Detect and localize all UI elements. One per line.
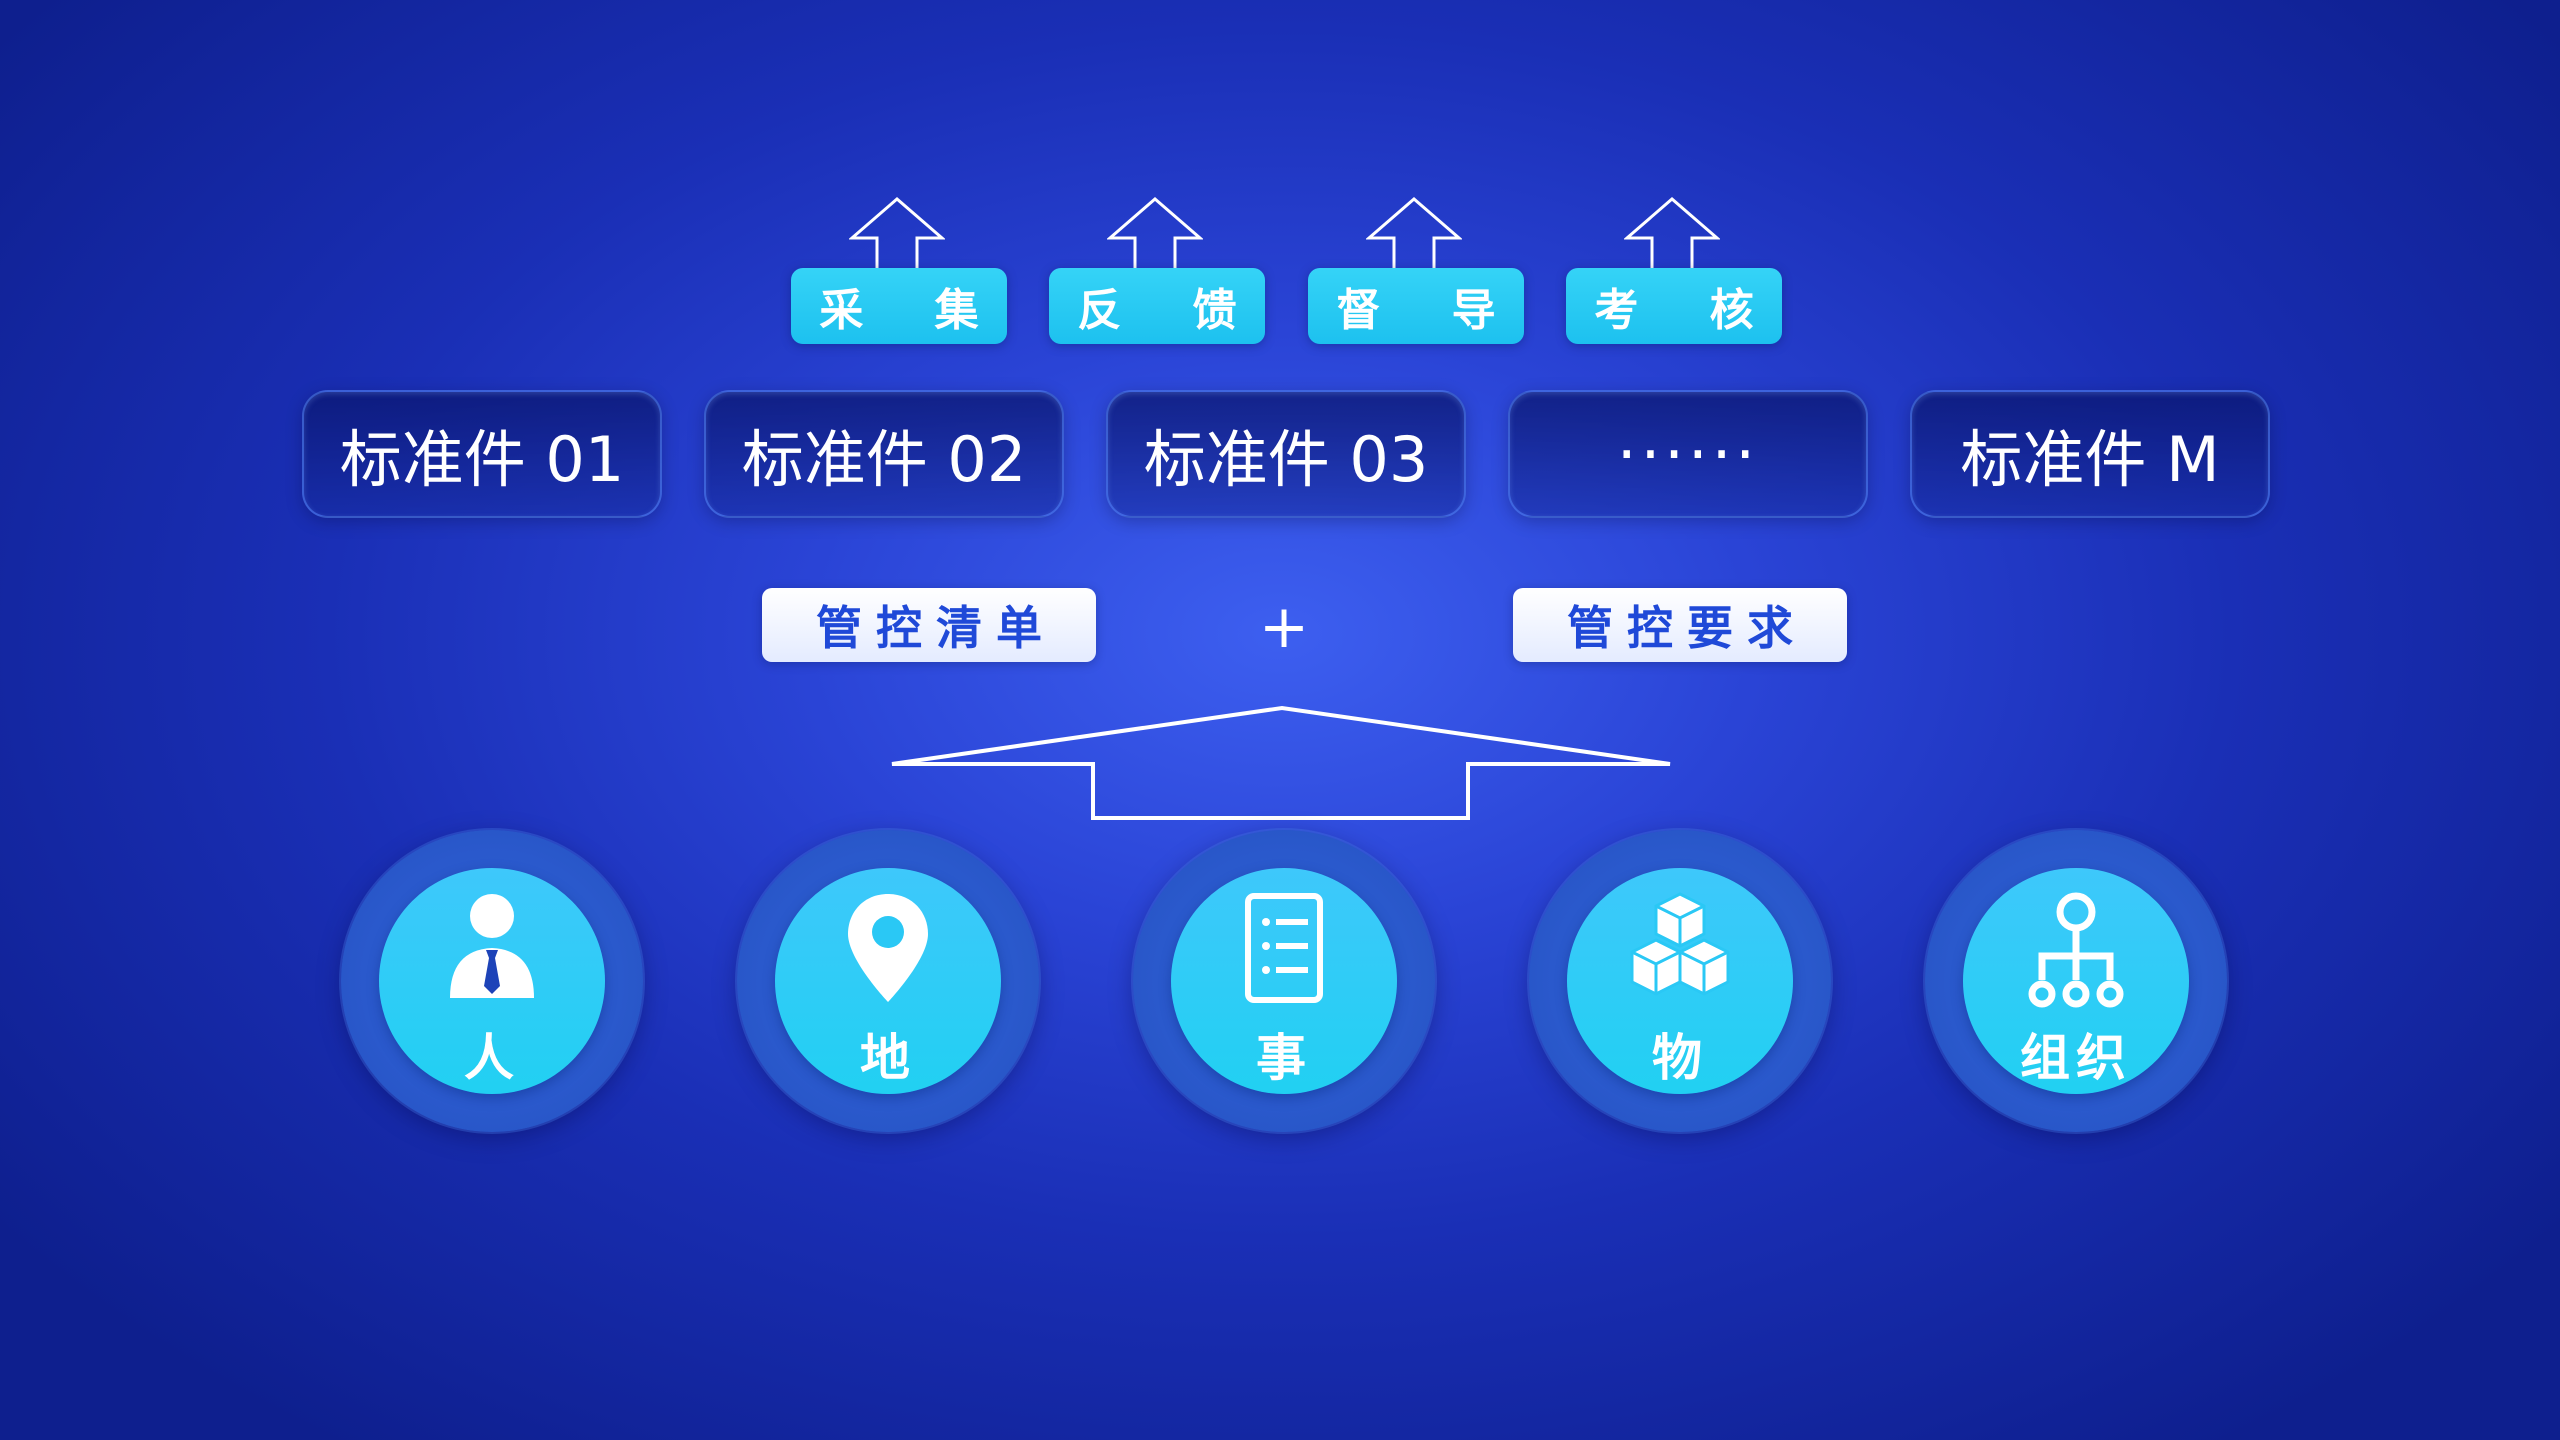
- standard-piece-03: 标准件 03: [1106, 390, 1466, 518]
- element-person-inner: 人: [379, 868, 605, 1094]
- element-place-label: 地: [860, 1029, 916, 1087]
- org-chart-icon: [2028, 892, 2124, 1008]
- big-up-arrow-icon: [891, 705, 1671, 820]
- element-object-inner: 物: [1567, 868, 1793, 1094]
- up-arrow-icon: [1107, 197, 1203, 270]
- element-object-label: 物: [1652, 1029, 1708, 1087]
- up-arrow-icon: [1366, 197, 1462, 270]
- standard-piece-01: 标准件 01: [302, 390, 662, 518]
- up-arrow-icon: [849, 197, 945, 270]
- action-collect: 采 集: [791, 268, 1007, 344]
- up-arrow-icon: [1624, 197, 1720, 270]
- control-requirements-box: 管控要求: [1513, 588, 1847, 662]
- element-organization: 组织: [1925, 830, 2227, 1132]
- element-place: 地: [737, 830, 1039, 1132]
- location-pin-icon: [848, 894, 928, 1002]
- standard-piece-02: 标准件 02: [704, 390, 1064, 518]
- element-place-inner: 地: [775, 868, 1001, 1094]
- element-organization-inner: 组织: [1963, 868, 2189, 1094]
- element-matter-inner: 事: [1171, 868, 1397, 1094]
- person-tie-icon: [450, 894, 534, 998]
- element-matter: 事: [1133, 830, 1435, 1132]
- standard-piece-m: 标准件 M: [1910, 390, 2270, 518]
- element-object: 物: [1529, 830, 1831, 1132]
- cubes-icon: [1630, 892, 1730, 996]
- action-assess: 考 核: [1566, 268, 1782, 344]
- plus-sign: +: [1258, 592, 1310, 662]
- element-organization-label: 组织: [2020, 1029, 2132, 1087]
- document-list-icon: [1245, 893, 1323, 1003]
- control-list-box: 管控清单: [762, 588, 1096, 662]
- element-person-label: 人: [464, 1029, 520, 1087]
- action-feedback: 反 馈: [1049, 268, 1265, 344]
- action-supervise: 督 导: [1308, 268, 1524, 344]
- standard-piece-ellipsis: ······: [1508, 390, 1868, 518]
- element-person: 人: [341, 830, 643, 1132]
- element-matter-label: 事: [1256, 1029, 1312, 1087]
